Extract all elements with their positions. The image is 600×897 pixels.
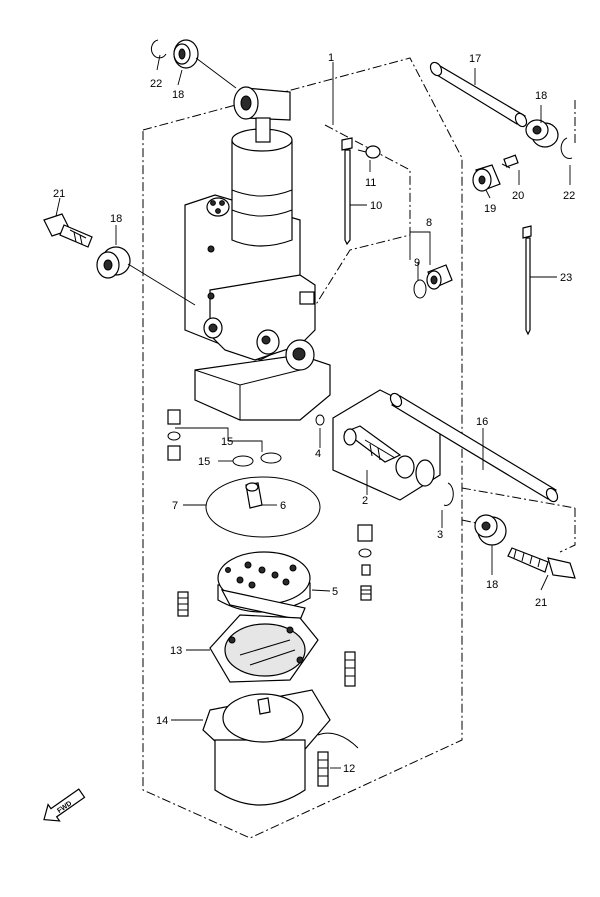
bolt-left: [43, 213, 93, 248]
o-ring-small: [315, 414, 325, 426]
circlip-upper-right: [560, 137, 573, 159]
callout-9: 9: [414, 257, 420, 269]
reservoir-plate: [209, 614, 319, 683]
callout-16: 16: [476, 416, 488, 428]
motor: [202, 689, 359, 806]
cable-tie-upper: [341, 137, 353, 246]
side-boundary-upper: [559, 100, 576, 553]
callout-2: 2: [362, 495, 368, 507]
manual-valve: [332, 389, 441, 501]
trim-cylinder: [184, 86, 331, 421]
plug: [426, 264, 453, 290]
callout-15a: 15: [221, 436, 233, 448]
callout-18-lower-right: 18: [486, 579, 498, 591]
cable-tie-right: [522, 225, 532, 336]
fwd-label: FWD: [56, 800, 73, 815]
motor-screw: [317, 751, 329, 787]
callout-21-left: 21: [53, 188, 65, 200]
callout-7: 7: [172, 500, 178, 512]
fwd-arrow-icon: FWD: [43, 788, 86, 822]
callout-1: 1: [328, 52, 334, 64]
callout-19: 19: [484, 203, 496, 215]
callout-8: 8: [426, 217, 432, 229]
bushing-upper-right: [525, 119, 559, 148]
callout-15b: 15: [198, 456, 210, 468]
callout-22-upper-right: 22: [563, 190, 575, 202]
screw-small: [357, 145, 381, 159]
callout-13: 13: [170, 645, 182, 657]
assembly-boundary: [142, 57, 463, 839]
o-ring-plug: [413, 279, 427, 299]
callout-20: 20: [512, 190, 524, 202]
spacer: [472, 164, 501, 192]
callout-5: 5: [332, 586, 338, 598]
relief-valve-parts: [357, 524, 373, 601]
pump-screw-left: [177, 591, 189, 617]
pin-lower: [389, 392, 559, 503]
filter: [245, 482, 263, 509]
callout-4: 4: [315, 448, 321, 460]
callout-10: 10: [370, 200, 382, 212]
bolt-small: [501, 154, 519, 169]
callout-11: 11: [365, 177, 376, 189]
large-o-ring: [205, 476, 321, 538]
pin-upper-right: [429, 61, 528, 128]
callout-18-upper-left: 18: [172, 89, 184, 101]
callout-14: 14: [156, 715, 168, 727]
check-valve-parts: [167, 409, 282, 467]
bushing-left: [96, 246, 131, 279]
bolt-lower-right: [507, 547, 576, 579]
reservoir-screw-right: [344, 651, 356, 687]
circlip-upper-left: [150, 39, 167, 59]
pump-body: [217, 551, 311, 621]
callout-labels: 1 2 3 4 5 6 7 8 9 10 11 12 13 14 15 15 1…: [53, 52, 575, 775]
callout-23: 23: [560, 272, 572, 284]
callout-12: 12: [343, 763, 355, 775]
callout-22-upper-left: 22: [150, 78, 162, 90]
callout-18-upper-right: 18: [535, 90, 547, 102]
circlip-valve: [443, 482, 454, 506]
callout-6: 6: [280, 500, 286, 512]
bushing-upper-left: [173, 39, 199, 69]
callout-21-lower-right: 21: [535, 597, 547, 609]
bushing-lower-right: [474, 514, 507, 546]
leader-lines: [55, 54, 571, 769]
callout-18-left: 18: [110, 213, 122, 225]
callout-3: 3: [437, 529, 443, 541]
inner-boundary: [299, 124, 411, 331]
callout-17: 17: [469, 53, 481, 65]
